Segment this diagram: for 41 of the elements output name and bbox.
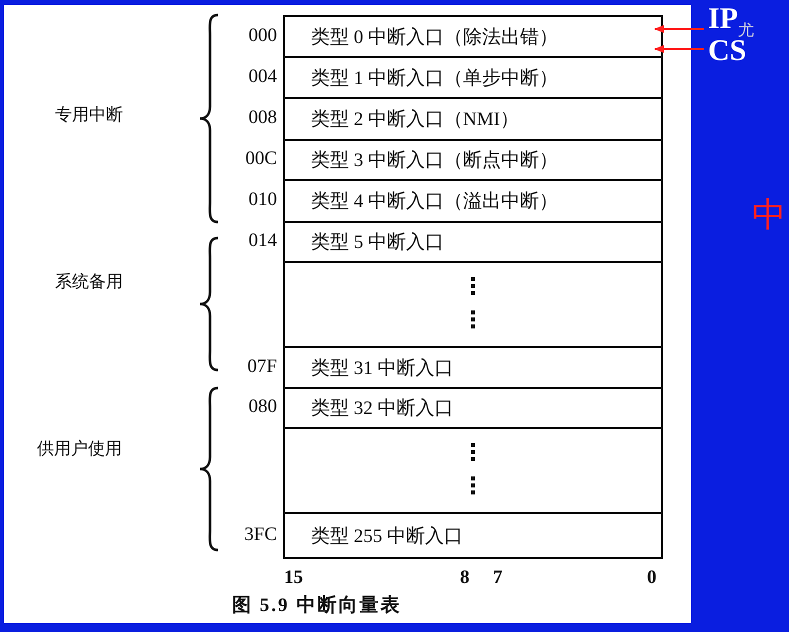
figure-caption: 图 5.9 中断向量表 — [232, 594, 402, 618]
entry-text: 类型 2 中断入口（NMI） — [311, 108, 519, 132]
address-label: 010 — [248, 189, 277, 211]
table-row — [283, 56, 663, 99]
table-row — [283, 221, 663, 263]
bit-number: 7 — [493, 567, 502, 589]
bit-number: 15 — [284, 567, 303, 589]
table-row — [283, 139, 663, 181]
entry-text: 类型 1 中断入口（单步中断） — [311, 66, 558, 90]
address-label: 00C — [244, 148, 277, 170]
group-label: 系统备用 — [55, 271, 123, 293]
register-label: CS — [708, 36, 746, 66]
empty-table-row — [283, 261, 663, 348]
address-label: 000 — [248, 24, 277, 46]
arrow — [654, 25, 704, 33]
table-row — [283, 97, 663, 141]
address-label: 07F — [246, 356, 277, 378]
empty-table-row — [283, 427, 663, 514]
bit-number: 0 — [647, 567, 656, 589]
handwritten-note: 中 — [752, 194, 786, 237]
address-label: 004 — [248, 66, 277, 88]
address-label: 014 — [248, 230, 277, 252]
bit-number: 8 — [460, 567, 470, 589]
table-row — [283, 387, 663, 429]
table-row — [283, 179, 663, 223]
address-label: 008 — [248, 107, 277, 129]
entry-text: 类型 5 中断入口 — [311, 231, 444, 255]
table-row — [283, 512, 663, 559]
entry-text: 类型 32 中断入口 — [311, 397, 454, 421]
entry-text: 类型 0 中断入口（除法出错） — [311, 26, 558, 50]
group-label: 专用中断 — [55, 104, 123, 126]
address-label: 3FC — [243, 524, 277, 546]
entry-text: 类型 4 中断入口（溢出中断） — [311, 190, 558, 214]
arrow — [654, 45, 704, 53]
address-label: 080 — [248, 396, 277, 418]
table-row — [283, 346, 663, 389]
entry-text: 类型 31 中断入口 — [311, 356, 454, 380]
table-row — [283, 15, 663, 58]
entry-text: 类型 3 中断入口（断点中断） — [311, 149, 558, 173]
group-label: 供用户使用 — [37, 438, 122, 460]
entry-text: 类型 255 中断入口 — [311, 524, 463, 548]
